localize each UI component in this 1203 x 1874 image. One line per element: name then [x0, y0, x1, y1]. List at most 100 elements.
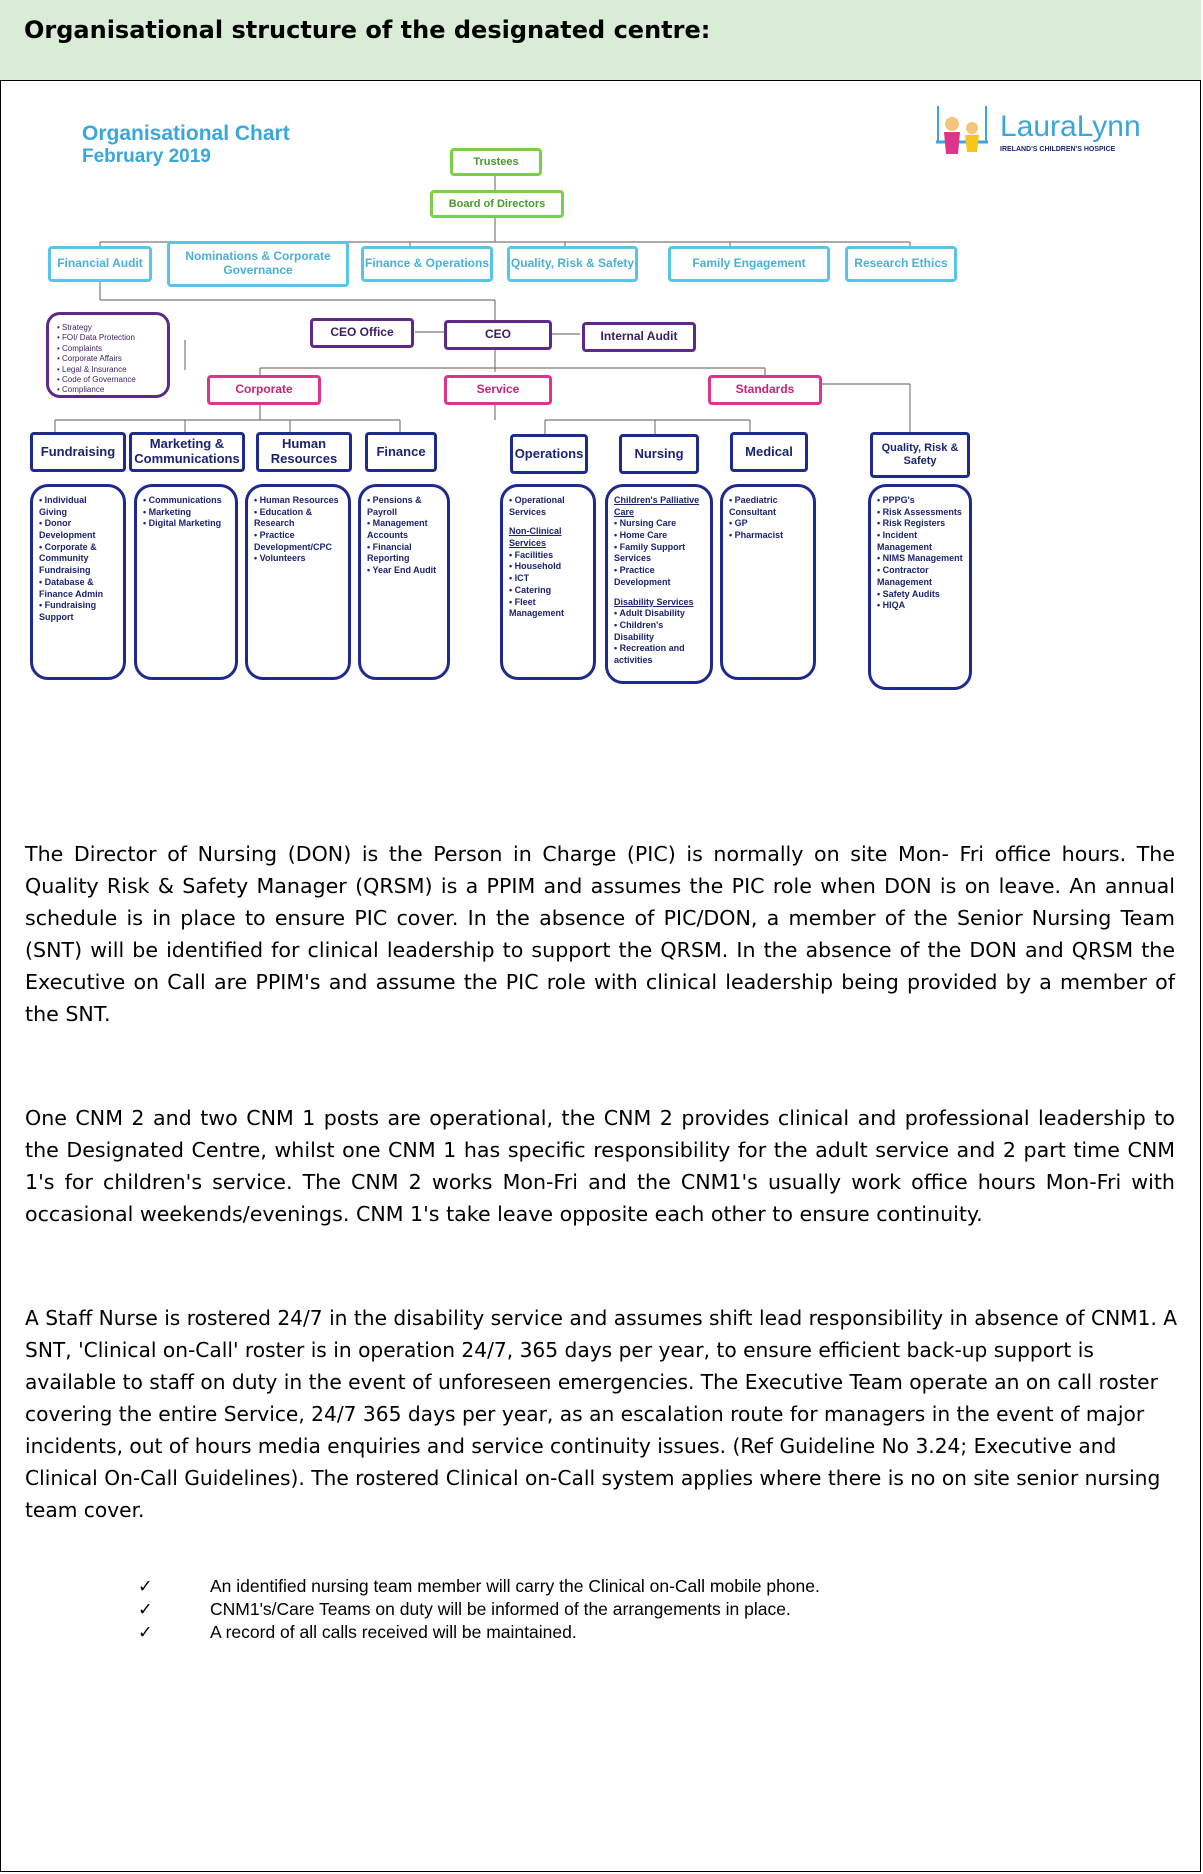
list-item: Paediatric Consultant — [729, 495, 807, 518]
chart-title: Organisational Chart — [82, 122, 290, 145]
node-medical: Medical — [730, 432, 808, 472]
list-item: Donor Development — [39, 518, 117, 541]
finance-items: Pensions & Payroll Management Accounts F… — [358, 484, 450, 680]
list-item: Digital Marketing — [143, 518, 229, 530]
quality-risk-safety-items: PPPG's Risk Assessments Risk Registers I… — [868, 484, 972, 690]
checkmark-icon: ✓ — [138, 1622, 153, 1642]
list-item: Marketing — [143, 507, 229, 519]
list-item: GP — [729, 518, 807, 530]
sub-heading: Disability Services — [614, 596, 694, 607]
node-nominations-governance: Nominations & Corporate Governance — [167, 241, 349, 287]
list-item: Family Support Services — [614, 542, 704, 565]
logo-tagline: IRELAND'S CHILDREN'S HOSPICE — [1000, 146, 1116, 153]
list-item: Database & Finance Admin — [39, 577, 117, 600]
list-item: FOI/ Data Protection — [57, 333, 159, 343]
list-item: Education & Research — [254, 507, 342, 530]
list-item: Human Resources — [254, 495, 342, 507]
node-internal-audit: Internal Audit — [582, 322, 696, 352]
logo-children-icon — [936, 106, 988, 154]
checkmark-icon: ✓ — [138, 1599, 153, 1619]
fundraising-items: Individual Giving Donor Development Corp… — [30, 484, 126, 680]
list-item: Household — [509, 561, 587, 573]
list-item: Nursing Care — [614, 518, 704, 530]
list-item: Complaints — [57, 344, 159, 354]
node-fundraising: Fundraising — [30, 432, 126, 472]
node-corporate: Corporate — [207, 375, 321, 405]
list-item: Corporate & Community Fundraising — [39, 542, 117, 577]
node-financial-audit: Financial Audit — [48, 246, 152, 282]
paragraph-cnm-posts: One CNM 2 and two CNM 1 posts are operat… — [25, 1106, 1175, 1226]
node-family-engagement: Family Engagement — [668, 246, 830, 282]
nursing-items: Children's Palliative Care Nursing Care … — [605, 484, 713, 684]
org-chart: Organisational Chart February 2019 Laura… — [30, 100, 1170, 830]
list-item: NIMS Management — [877, 553, 963, 565]
paragraph-pic-cover: The Director of Nursing (DON) is the Per… — [25, 842, 1175, 1026]
list-item: Fleet Management — [509, 597, 587, 620]
list-item: Code of Governance — [57, 375, 159, 385]
node-ceo: CEO — [444, 320, 552, 350]
list-item: Pharmacist — [729, 530, 807, 542]
list-item: Operational Services — [509, 495, 587, 518]
node-human-resources: Human Resources — [256, 432, 352, 472]
checklist-text: A record of all calls received will be m… — [210, 1622, 577, 1642]
list-item: Catering — [509, 585, 587, 597]
sub-heading: Non-Clinical Services — [509, 526, 562, 549]
operations-items: Operational Services Non-Clinical Servic… — [500, 484, 596, 680]
logo-name: LauraLynn — [1000, 110, 1141, 143]
marketing-items: Communications Marketing Digital Marketi… — [134, 484, 238, 680]
list-item: Home Care — [614, 530, 704, 542]
node-quality-risk-safety-dept: Quality, Risk & Safety — [870, 432, 970, 478]
section-title: Organisational structure of the designat… — [24, 16, 711, 44]
org-chart-connectors — [54, 174, 911, 436]
list-item: Pensions & Payroll — [367, 495, 441, 518]
list-item: HIQA — [877, 600, 963, 612]
list-item: Management Accounts — [367, 518, 441, 541]
checklist-text: An identified nursing team member will c… — [210, 1576, 820, 1596]
node-marketing-communications: Marketing & Communications — [129, 432, 245, 472]
list-item: Compliance — [57, 385, 159, 395]
list-item: Year End Audit — [367, 565, 441, 577]
list-item: Safety Audits — [877, 589, 963, 601]
node-finance-operations: Finance & Operations — [361, 246, 493, 282]
node-service: Service — [444, 375, 552, 405]
list-item: Financial Reporting — [367, 542, 441, 565]
list-item: Practice Development/CPC — [254, 530, 342, 553]
node-trustees: Trustees — [450, 148, 542, 176]
list-item: Risk Registers — [877, 518, 963, 530]
sub-heading: Children's Palliative Care — [614, 495, 700, 517]
section-header: Organisational structure of the designat… — [0, 0, 1201, 81]
paragraph-on-call-roster: A Staff Nurse is rostered 24/7 in the di… — [25, 1306, 1178, 1522]
list-item: ICT — [509, 573, 587, 585]
node-board-of-directors: Board of Directors — [430, 190, 564, 218]
medical-items: Paediatric Consultant GP Pharmacist — [720, 484, 816, 680]
list-item: Fundraising Support — [39, 600, 117, 623]
checklist-item: ✓ A record of all calls received will be… — [138, 1621, 820, 1644]
node-standards: Standards — [708, 375, 822, 405]
list-item: Individual Giving — [39, 495, 117, 518]
list-item: Adult Disability — [614, 608, 704, 620]
list-item: Facilities — [509, 550, 587, 562]
list-item: Recreation and activities — [614, 643, 704, 666]
list-item: Risk Assessments — [877, 507, 963, 519]
list-item: Strategy — [57, 323, 159, 333]
list-item: Practice Development — [614, 565, 704, 588]
list-item: PPPG's — [877, 495, 963, 507]
node-nursing: Nursing — [619, 434, 699, 474]
checklist-item: ✓ CNM1's/Care Teams on duty will be info… — [138, 1598, 820, 1621]
list-item: Communications — [143, 495, 229, 507]
ceo-office-items: Strategy FOI/ Data Protection Complaints… — [46, 312, 170, 398]
node-ceo-office: CEO Office — [310, 318, 414, 348]
node-research-ethics: Research Ethics — [845, 246, 957, 282]
checklist: ✓ An identified nursing team member will… — [138, 1575, 820, 1644]
list-item: Incident Management — [877, 530, 963, 553]
node-quality-risk-safety: Quality, Risk & Safety — [507, 246, 638, 282]
checkmark-icon: ✓ — [138, 1576, 153, 1596]
node-operations: Operations — [510, 434, 588, 474]
checklist-text: CNM1's/Care Teams on duty will be inform… — [210, 1599, 791, 1619]
checklist-item: ✓ An identified nursing team member will… — [138, 1575, 820, 1598]
list-item: Contractor Management — [877, 565, 963, 588]
list-item: Volunteers — [254, 553, 342, 565]
node-finance: Finance — [365, 432, 437, 472]
list-item: Children's Disability — [614, 620, 704, 643]
lauralynn-logo: LauraLynn IRELAND'S CHILDREN'S HOSPICE — [930, 102, 1160, 166]
